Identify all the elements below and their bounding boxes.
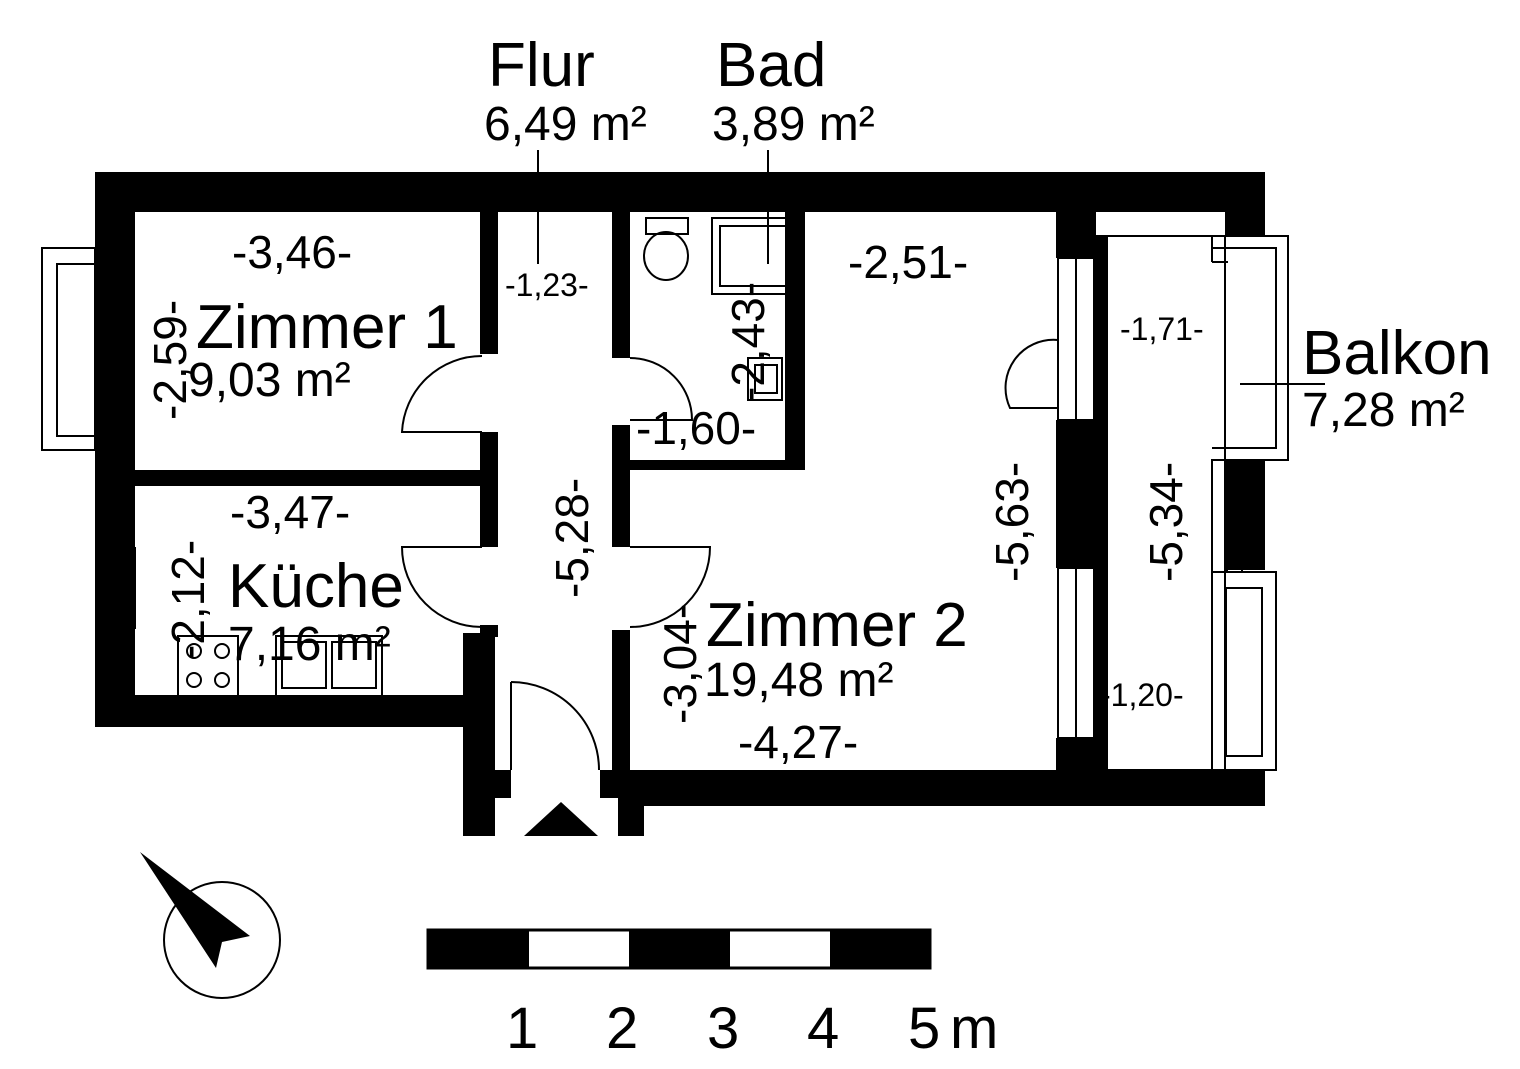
compass-north-arrow-icon [140, 852, 281, 999]
room-area-zimmer2: 19,48 m² [704, 654, 893, 707]
room-name-zimmer2: Zimmer 2 [706, 591, 968, 660]
room-name-balkon: Balkon [1302, 319, 1492, 388]
dim-zimmer1-height: -2,59- [144, 300, 196, 420]
dim-zimmer2-top: -2,51- [848, 236, 968, 288]
dim-zimmer2-bottom: -4,27- [738, 716, 858, 768]
scale-unit: m [950, 996, 998, 1061]
door-swings [400, 338, 1059, 771]
outer-walls [95, 172, 1265, 836]
room-name-kueche: Küche [228, 552, 404, 621]
entrance-triangle-icon [524, 802, 598, 836]
room-area-zimmer1: 9,03 m² [188, 354, 351, 407]
dim-balkon-bottom: -1,20- [1100, 677, 1184, 713]
leader-lines [537, 150, 1325, 385]
room-name-bad: Bad [716, 31, 826, 100]
room-name-zimmer1: Zimmer 1 [196, 293, 458, 362]
scale-label-3: 3 [707, 996, 739, 1061]
dim-balkon-top: -1,71- [1120, 311, 1204, 347]
room-area-bad: 3,89 m² [712, 98, 875, 151]
dim-flur-width: -1,23- [505, 267, 589, 303]
dim-flur-length: -5,28- [546, 478, 598, 598]
dim-zimmer2-lower-height: -3,04- [654, 604, 706, 724]
scale-label-5: 5 [908, 996, 940, 1061]
room-area-balkon: 7,28 m² [1302, 384, 1465, 437]
dim-zimmer2-height: -5,63- [986, 462, 1038, 582]
scale-bar [426, 928, 932, 970]
toilet-icon [643, 217, 689, 281]
room-area-flur: 6,49 m² [484, 98, 647, 151]
scale-label-1: 1 [506, 996, 538, 1061]
shower-tray-icon [711, 217, 795, 295]
dim-bad-width: -1,60- [636, 402, 756, 454]
dim-kueche-width: -3,47- [230, 486, 350, 538]
balcony-frame [1095, 235, 1289, 771]
washbasin-icon [747, 357, 783, 401]
room-area-kueche: 7,16 m² [228, 618, 391, 671]
dim-balkon-length: -5,34- [1140, 462, 1192, 582]
kitchen-sink-icon [275, 635, 383, 697]
scale-label-2: 2 [606, 996, 638, 1061]
dim-bad-height: -2,43- [722, 282, 774, 402]
inner-walls [95, 212, 1108, 770]
scale-label-4: 4 [807, 996, 839, 1061]
room-name-flur: Flur [488, 31, 595, 100]
dim-kueche-height: -2,12- [162, 540, 214, 660]
dim-zimmer1-width: -3,46- [232, 226, 352, 278]
stove-icon [177, 635, 239, 697]
